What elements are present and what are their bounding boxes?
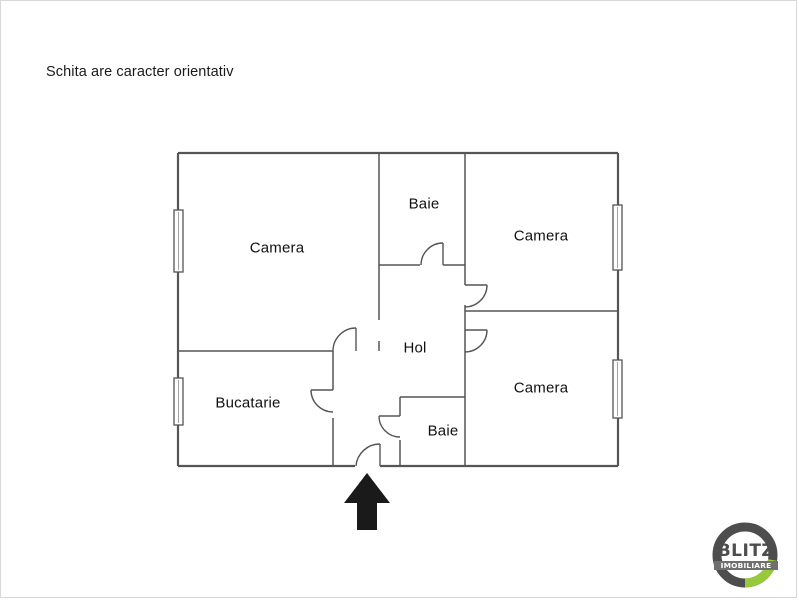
door-swings [310,242,488,467]
door-arc-entrance [355,443,381,467]
interior-walls [178,153,618,466]
door-arc-camera-tr [464,284,488,308]
room-label-hol: Hol [403,339,427,357]
door-arc-baie-top [420,242,444,266]
logo-brand-text: BLITZ [717,541,775,561]
door-arc-baie-bottom [378,415,401,438]
room-label-baie-bottom: Baie [427,422,459,440]
door-arc-camera-tl [332,327,357,352]
logo-text-block: BLITZ IMOBILIARE [714,541,778,571]
blitz-imobiliare-logo: BLITZ IMOBILIARE [706,520,784,592]
door-arc-bucatarie [310,389,334,413]
door-arc-camera-br [464,329,488,353]
plan-disclaimer-text: Schita are caracter orientativ [46,64,234,80]
room-label-camera-bottom-right: Camera [513,379,569,397]
exterior-walls [176,151,620,468]
window-mullions [178,207,618,423]
room-label-bucatarie: Bucatarie [215,394,281,412]
room-label-camera-top-right: Camera [513,227,569,245]
room-label-baie-top: Baie [408,195,440,213]
room-label-camera-top-left: Camera [249,239,305,257]
main-entrance-arrow [344,473,390,530]
logo-subtitle-text: IMOBILIARE [714,561,778,571]
